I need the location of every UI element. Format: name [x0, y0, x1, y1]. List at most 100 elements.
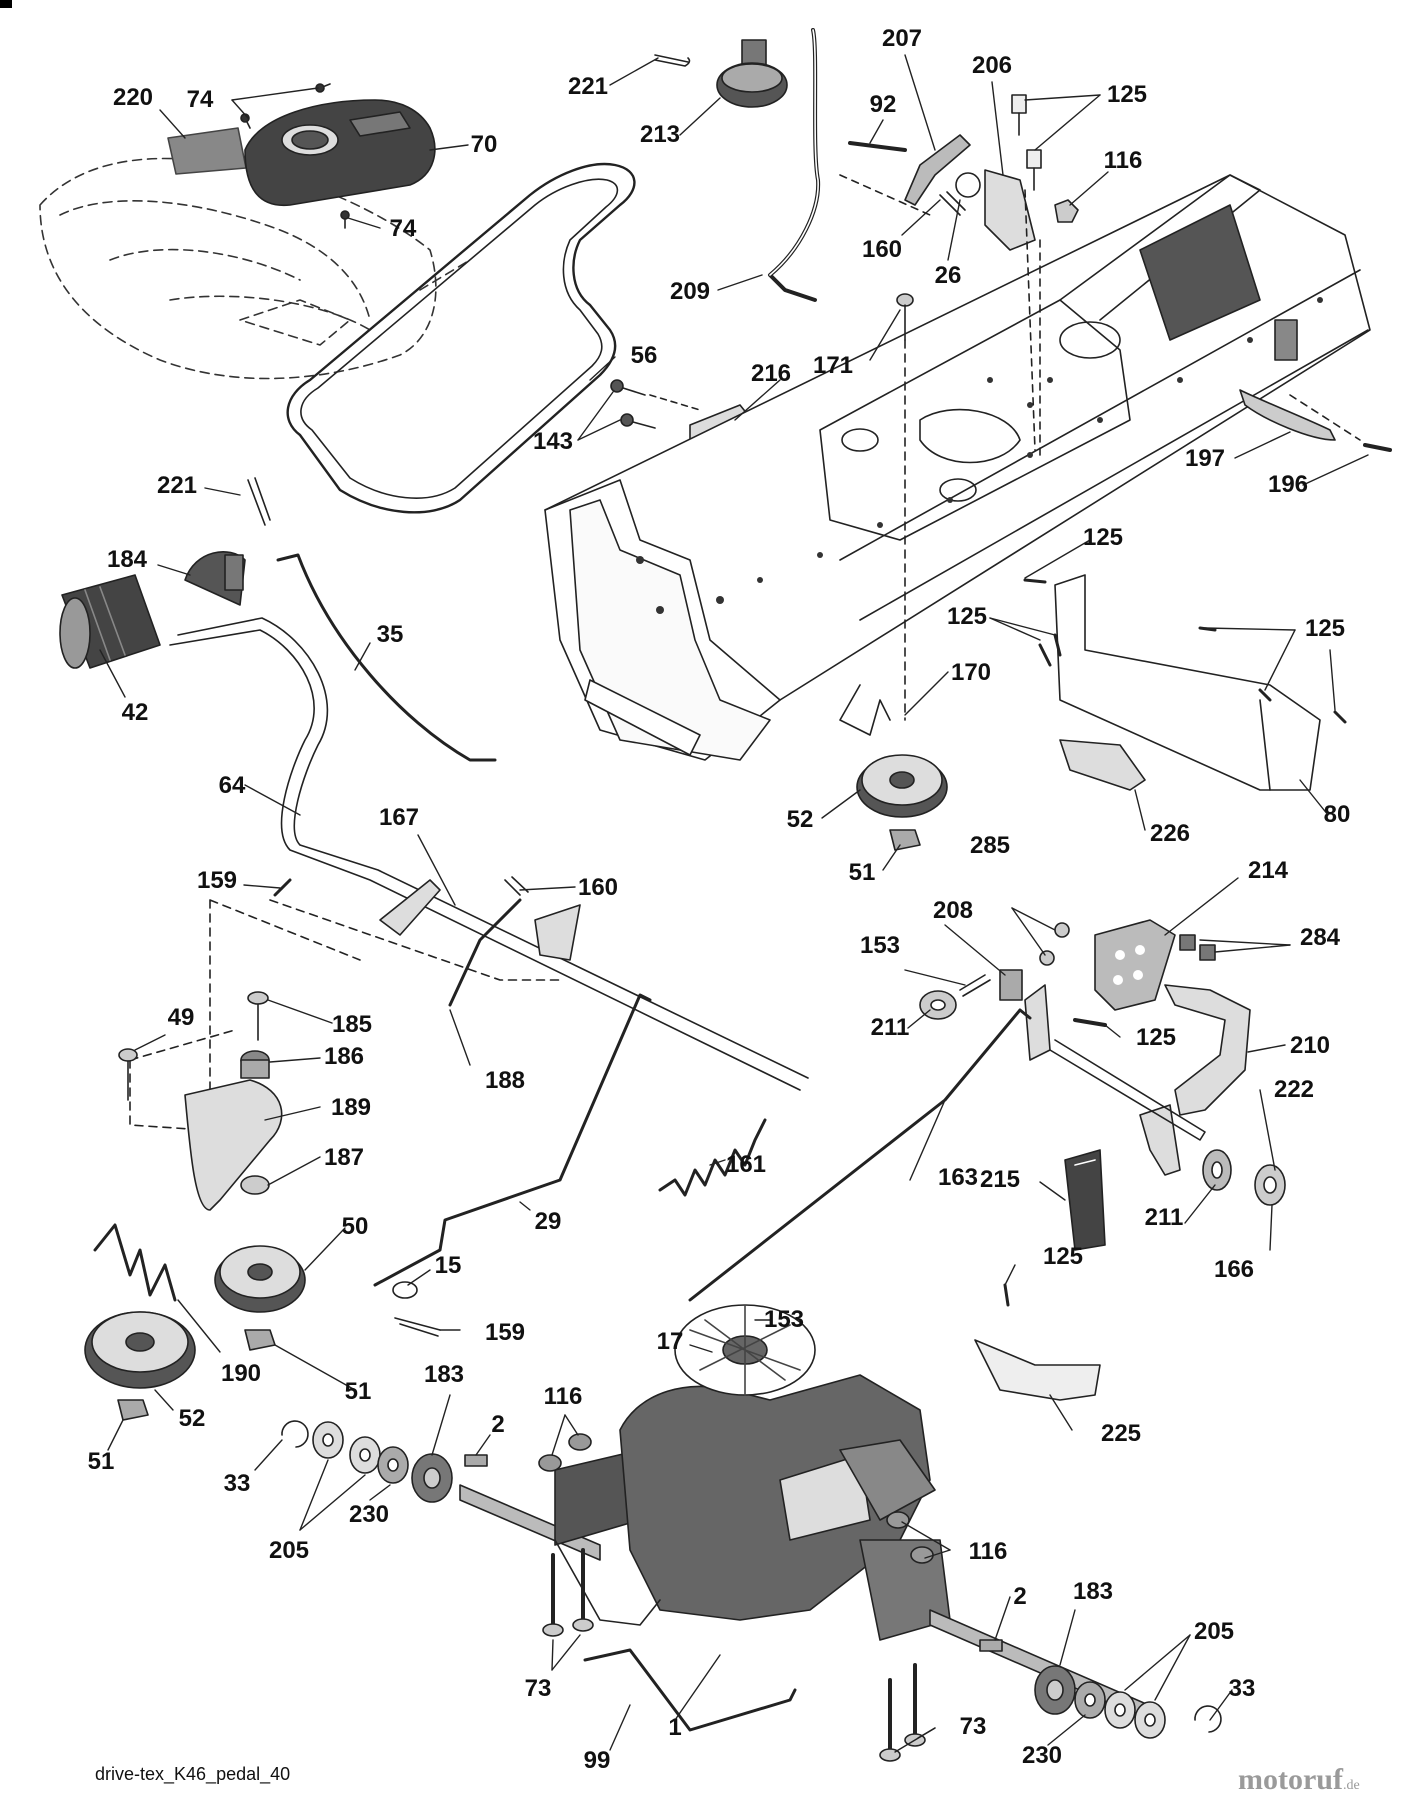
callout-211-right: 211 — [1144, 1204, 1184, 1231]
e-clip-33-left — [282, 1421, 308, 1447]
callout-42: 42 — [121, 699, 149, 726]
pad-dots — [1113, 945, 1145, 985]
callout-214: 214 — [1247, 857, 1289, 884]
main-frame — [545, 175, 1370, 760]
callout-70: 70 — [470, 131, 498, 158]
callout-116-top: 116 — [1103, 147, 1143, 174]
bolt-49 — [119, 1049, 137, 1100]
callout-183-left: 183 — [423, 1361, 465, 1388]
washer-230-right — [1075, 1682, 1105, 1718]
watermark-suffix: .de — [1342, 1778, 1360, 1793]
bolts-73-right — [880, 1665, 925, 1761]
key-2-left — [465, 1455, 487, 1466]
spring-170 — [840, 685, 890, 735]
callout-99: 99 — [583, 1747, 611, 1774]
callout-215: 215 — [979, 1166, 1021, 1193]
rod-197 — [1240, 390, 1335, 440]
washers-205-right — [1105, 1692, 1165, 1738]
callout-50: 50 — [341, 1213, 369, 1240]
callout-211-top: 211 — [870, 1014, 910, 1041]
pin-160-top — [940, 192, 965, 215]
decal-220 — [168, 128, 246, 174]
washer-15 — [393, 1282, 417, 1298]
bolt-185 — [248, 992, 268, 1040]
spring-208 — [1000, 970, 1022, 1000]
bolts-125-mid — [1025, 580, 1345, 722]
callout-51-top: 51 — [848, 859, 876, 886]
callout-221-top: 221 — [567, 73, 609, 100]
corner-mark — [0, 0, 12, 8]
callout-1: 1 — [668, 1714, 682, 1741]
callout-35: 35 — [376, 621, 404, 648]
bolts-73-left — [543, 1550, 593, 1636]
transaxle — [460, 1305, 1160, 1725]
nut-51-mid — [245, 1330, 275, 1350]
watermark-text: motoruf — [1238, 1763, 1343, 1796]
callout-33-left: 33 — [223, 1470, 251, 1497]
callout-188: 188 — [484, 1067, 526, 1094]
callout-196: 196 — [1267, 471, 1309, 498]
rod-29 — [375, 995, 650, 1285]
callout-208: 208 — [932, 897, 974, 924]
diagram-caption: drive-tex_K46_pedal_40 — [95, 1764, 291, 1784]
pin-159-low — [395, 1318, 440, 1336]
pin-221-left — [248, 478, 270, 525]
callout-49: 49 — [167, 1004, 195, 1031]
callout-159-top: 159 — [196, 867, 238, 894]
pulley-52-top — [857, 755, 947, 817]
idler-arm-189 — [185, 1080, 282, 1210]
nuts-116-bottom — [539, 1434, 933, 1563]
callout-284: 284 — [1299, 924, 1341, 951]
washer-222 — [1255, 1165, 1285, 1205]
pulley-52-lower — [85, 1312, 195, 1388]
callout-153-low: 153 — [763, 1306, 805, 1333]
callout-209: 209 — [669, 278, 711, 305]
callout-226: 226 — [1149, 820, 1191, 847]
pin-159-top — [275, 880, 290, 895]
callout-116-right: 116 — [968, 1538, 1008, 1565]
bracket-226 — [1060, 740, 1145, 790]
callout-26: 26 — [934, 262, 962, 289]
arm-207 — [905, 135, 970, 205]
shift-cover-70 — [245, 100, 435, 205]
leader-lines — [100, 55, 1368, 1752]
callout-159-low: 159 — [484, 1319, 526, 1346]
callout-56: 56 — [630, 342, 658, 369]
callout-207: 207 — [881, 25, 923, 52]
rod-163 — [690, 1010, 1030, 1300]
callout-225: 225 — [1100, 1420, 1142, 1447]
callout-210: 210 — [1289, 1032, 1331, 1059]
callout-125-mid-a: 125 — [1082, 524, 1124, 551]
callout-189: 189 — [330, 1094, 372, 1121]
callout-29: 29 — [534, 1208, 562, 1235]
washer-187 — [241, 1176, 269, 1194]
callout-125-mid-b: 125 — [946, 603, 988, 630]
bearing-183-left — [412, 1454, 452, 1502]
callout-143: 143 — [532, 428, 574, 455]
callout-216: 216 — [750, 360, 792, 387]
bolt-171 — [897, 294, 913, 720]
spring-190 — [95, 1225, 175, 1300]
cover-80 — [1055, 575, 1320, 790]
nut-116-top — [1055, 200, 1078, 222]
bracket-225 — [975, 1340, 1100, 1400]
key-2-right — [980, 1640, 1002, 1651]
callout-160-left: 160 — [577, 874, 619, 901]
spring-161 — [660, 1120, 765, 1195]
callout-161: 161 — [725, 1151, 767, 1178]
callout-197: 197 — [1184, 445, 1226, 472]
bolt-125-right — [1075, 1020, 1105, 1025]
callout-74-c: 74 — [389, 215, 417, 242]
callout-183-right: 183 — [1072, 1578, 1114, 1605]
bushing-186 — [241, 1051, 269, 1078]
callout-73-right: 73 — [959, 1713, 987, 1740]
callout-74-a: 74 — [186, 86, 214, 113]
callout-221-left: 221 — [156, 472, 198, 499]
callout-166: 166 — [1213, 1256, 1255, 1283]
grip-42 — [60, 575, 160, 668]
callout-184: 184 — [106, 546, 148, 573]
nut-51-low — [118, 1400, 148, 1420]
callout-187: 187 — [323, 1144, 365, 1171]
bolt-196 — [1365, 445, 1390, 450]
washer-211-top — [920, 991, 956, 1019]
